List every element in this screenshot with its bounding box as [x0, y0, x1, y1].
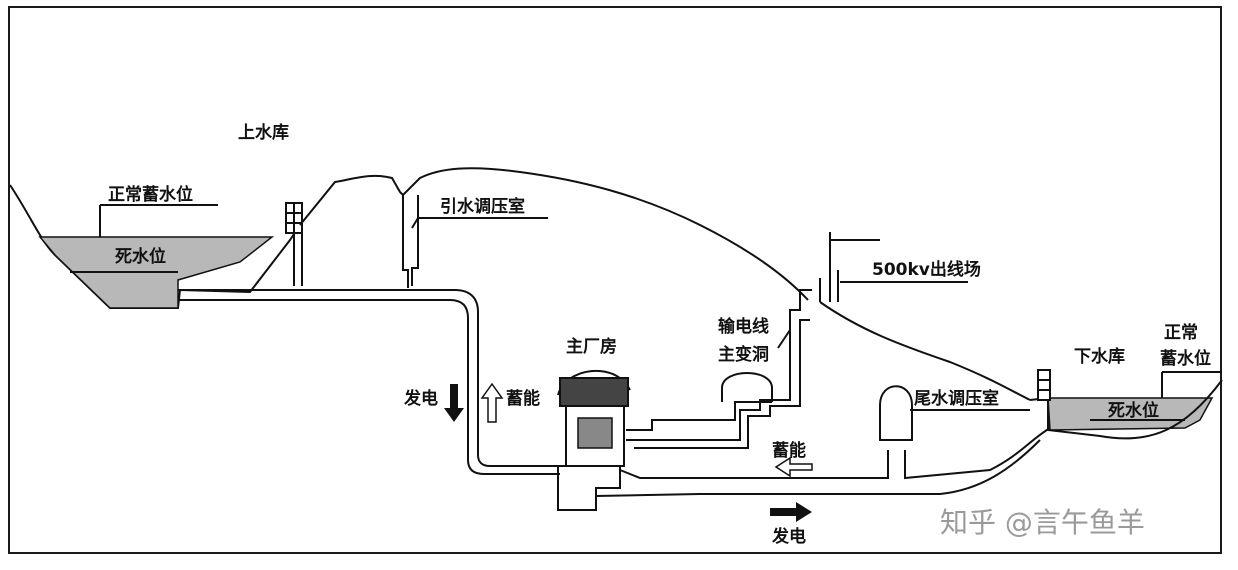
- label-storage-mid: 蓄能: [772, 440, 806, 461]
- label-tailrace-surge-chamber: 尾水调压室: [914, 388, 999, 409]
- label-normal-storage-level-right-1: 正常: [1164, 322, 1198, 343]
- mountain-ridge: [299, 167, 809, 301]
- label-powerhouse: 主厂房: [566, 336, 617, 357]
- label-generate-left: 发电: [403, 388, 438, 409]
- label-main-transformer-cavern: 主变洞: [718, 344, 769, 365]
- busbar-tunnel: [626, 289, 812, 449]
- powerhouse: [557, 369, 631, 511]
- label-lower-reservoir: 下水库: [1074, 346, 1125, 367]
- right-slope: [819, 301, 1031, 401]
- label-generate-bottom: 发电: [771, 526, 806, 547]
- headrace-tunnel: [178, 289, 560, 467]
- tailrace-tunnel: [595, 427, 1051, 497]
- label-normal-storage-level-left: 正常蓄水位: [108, 184, 193, 205]
- generate-arrow-down-icon: [444, 384, 464, 422]
- label-switchyard: 500kv出线场: [872, 259, 981, 280]
- label-normal-storage-level-right-2: 蓄水位: [1160, 348, 1211, 369]
- label-headrace-surge-chamber: 引水调压室: [440, 196, 525, 217]
- lower-reservoir-terrain: [1029, 379, 1223, 440]
- label-dead-water-level-right: 死水位: [1108, 400, 1159, 421]
- watermark: 知乎 @言午鱼羊: [940, 506, 1145, 539]
- storage-arrow-left-icon: [774, 456, 813, 478]
- label-upper-reservoir: 上水库: [238, 122, 289, 143]
- tailrace-surge-chamber: [879, 385, 913, 441]
- generate-arrow-right-icon: [770, 502, 812, 522]
- storage-arrow-up-icon: [480, 382, 504, 423]
- switchyard-structure: [819, 232, 968, 302]
- label-dead-water-level-left: 死水位: [115, 246, 166, 267]
- main-transformer-cavern: [721, 372, 773, 402]
- label-storage-left: 蓄能: [506, 388, 540, 409]
- outlet-tower: [1037, 369, 1051, 401]
- headrace-surge-shaft: [402, 195, 419, 288]
- label-transmission-line: 输电线: [718, 316, 769, 337]
- lower-reservoir-water: [1047, 397, 1214, 431]
